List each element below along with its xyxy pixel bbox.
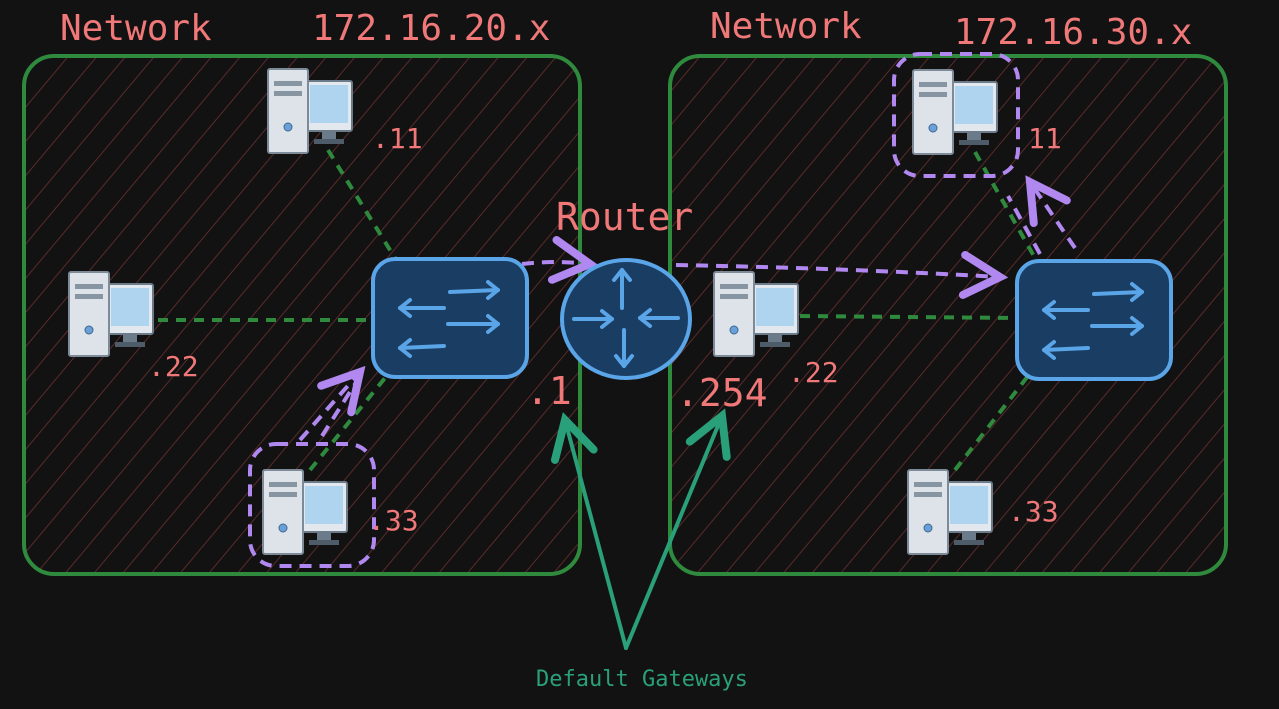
network-title-left: Network [60,8,212,49]
gateway-arrows [565,416,722,650]
switch-icon-left [371,257,529,379]
host-label-right-11: 11 [1028,122,1062,155]
network-subnet-right: 172.16.30.x [954,12,1192,53]
router-label: Router [556,195,693,239]
default-gateways-caption: Default Gateways [536,667,748,692]
router-ip-left: .1 [526,369,572,413]
router-ip-right: .254 [676,371,768,415]
switch-icon-right [1015,259,1173,381]
link-lines [158,148,1037,472]
host-label-left-22: .22 [148,350,199,383]
host-label-right-33: .33 [1008,495,1059,528]
host-label-left-33: .33 [368,504,419,537]
host-label-left-11: .11 [372,122,423,155]
packet-flow [248,52,1077,568]
network-subnet-left: 172.16.20.x [312,8,550,49]
host-label-right-22: .22 [788,356,839,389]
router-icon [560,258,692,380]
network-title-right: Network [710,6,862,47]
